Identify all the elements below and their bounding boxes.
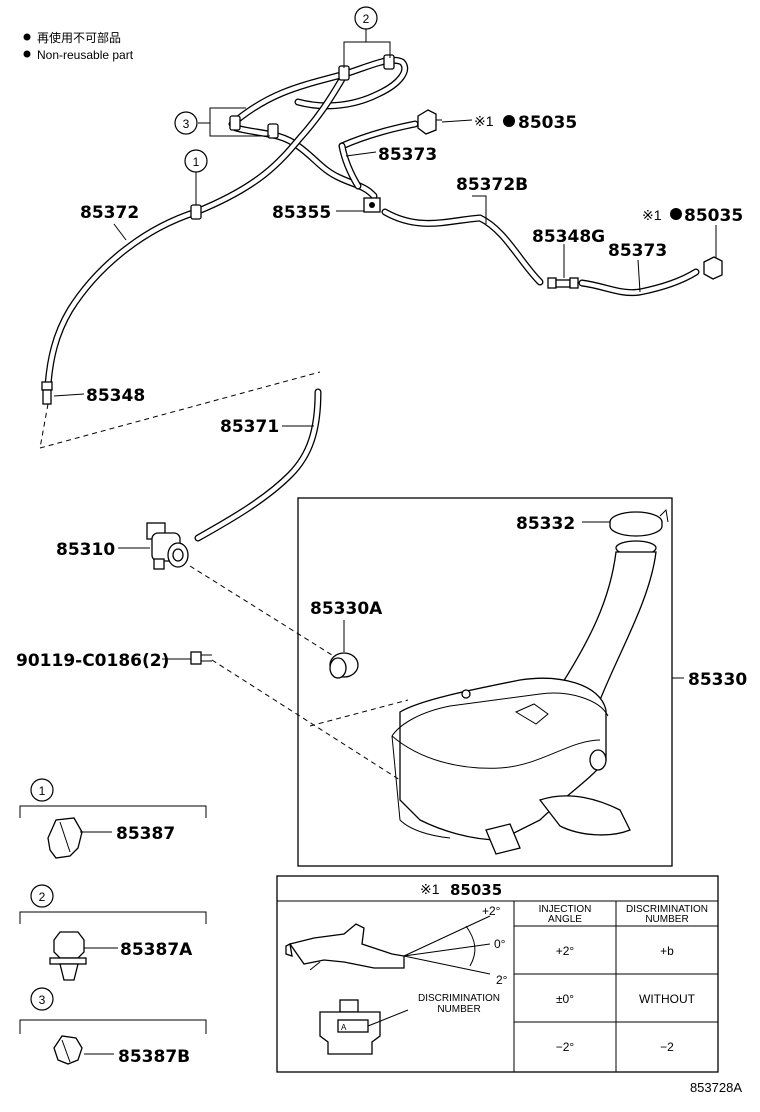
row2-angle: ±0° xyxy=(556,992,574,1006)
row1-number: +b xyxy=(660,944,674,958)
label-85372: 85372 xyxy=(80,203,139,223)
bullet-icon xyxy=(23,50,31,58)
clip-detail-2: 2 85387A xyxy=(19,884,207,981)
clip-icon xyxy=(338,65,350,81)
nozzle-detail-table: ※1 85035 INJECTION ANGLE DISCRIMINATION … xyxy=(276,875,719,1073)
upper-hoses xyxy=(44,56,700,389)
non-reusable-bullet-icon xyxy=(503,115,515,127)
label-85387B: 85387B xyxy=(118,1047,190,1067)
label-85330A: 85330A xyxy=(310,599,383,619)
label-85355: 85355 xyxy=(272,203,331,223)
table-ref-mark: ※1 xyxy=(420,881,440,897)
label-85310: 85310 xyxy=(56,540,115,560)
clip-detail-1: 1 85387 xyxy=(19,778,207,859)
nozzle-upper xyxy=(417,109,442,135)
svg-text:2: 2 xyxy=(363,12,370,26)
bullet-icon xyxy=(23,33,31,41)
non-reusable-bullet-icon xyxy=(670,208,682,220)
label-90119: 90119-C0186(2) xyxy=(16,651,169,671)
callout-2-top: 2 xyxy=(354,6,378,30)
clip-icon xyxy=(267,123,279,139)
leader-lines xyxy=(53,28,717,679)
joint-85348 xyxy=(41,381,53,405)
label-85035-upper: 85035 xyxy=(518,113,577,133)
angle-up-label: +2° xyxy=(482,904,501,918)
svg-text:3: 3 xyxy=(183,117,190,131)
disc-label-2: NUMBER xyxy=(437,1004,480,1015)
svg-text:2: 2 xyxy=(39,890,46,904)
hose-clips xyxy=(190,54,395,220)
svg-text:1: 1 xyxy=(39,784,46,798)
clip-icon xyxy=(383,54,395,70)
row3-number: −2 xyxy=(660,1040,674,1054)
disc-label: DISCRIMINATION xyxy=(418,993,500,1004)
grommet-85330A xyxy=(329,652,359,679)
ref-mark: ※1 xyxy=(642,207,662,223)
disc-marking: A xyxy=(341,1023,347,1032)
label-85372B: 85372B xyxy=(456,175,528,195)
label-85348G: 85348G xyxy=(532,227,605,247)
part-labels: ※1 85035 85373 85372B 85372 85355 ※1 850… xyxy=(16,113,747,690)
label-85332: 85332 xyxy=(516,514,575,534)
svg-text:3: 3 xyxy=(39,993,46,1007)
row1-angle: +2° xyxy=(556,944,575,958)
joint-85348G xyxy=(547,277,579,289)
label-85373-upper: 85373 xyxy=(378,145,437,165)
label-85371: 85371 xyxy=(220,417,279,437)
clip-icon xyxy=(190,204,202,220)
legend-en: Non-reusable part xyxy=(37,48,134,62)
legend-jp: 再使用不可部品 xyxy=(37,30,121,45)
callout-3-top: 3 xyxy=(174,111,198,135)
row3-angle: −2° xyxy=(556,1040,575,1054)
legend: 再使用不可部品 Non-reusable part xyxy=(23,30,134,62)
col2-header: DISCRIMINATION xyxy=(626,904,708,915)
tank-85330 xyxy=(391,540,657,855)
nozzle-right xyxy=(703,256,723,280)
diagram-id: 853728A xyxy=(690,1080,742,1095)
pump-85310 xyxy=(146,522,189,570)
label-85348: 85348 xyxy=(86,386,145,406)
clip-icon xyxy=(229,115,241,131)
clip-detail-3: 3 85387B xyxy=(19,987,207,1067)
table-title: 85035 xyxy=(450,881,502,899)
callout-1-top: 1 xyxy=(184,149,208,173)
col1-header-2: ANGLE xyxy=(548,914,582,925)
label-85373-right: 85373 xyxy=(608,241,667,261)
joint-85355 xyxy=(363,197,381,213)
angle-down-label: 2° xyxy=(496,973,508,987)
row2-number: WITHOUT xyxy=(639,992,696,1006)
svg-text:1: 1 xyxy=(193,155,200,169)
col1-header: INJECTION xyxy=(539,904,592,915)
label-85387: 85387 xyxy=(116,824,175,844)
label-85330: 85330 xyxy=(688,670,747,690)
label-85387A: 85387A xyxy=(120,940,193,960)
col2-header-2: NUMBER xyxy=(645,914,688,925)
ref-mark: ※1 xyxy=(474,113,494,129)
cap-85332 xyxy=(609,508,669,537)
bolt-90119 xyxy=(190,651,212,665)
label-85035-right: 85035 xyxy=(684,206,743,226)
tank-frame xyxy=(297,497,673,867)
angle-mid-label: 0° xyxy=(494,937,506,951)
